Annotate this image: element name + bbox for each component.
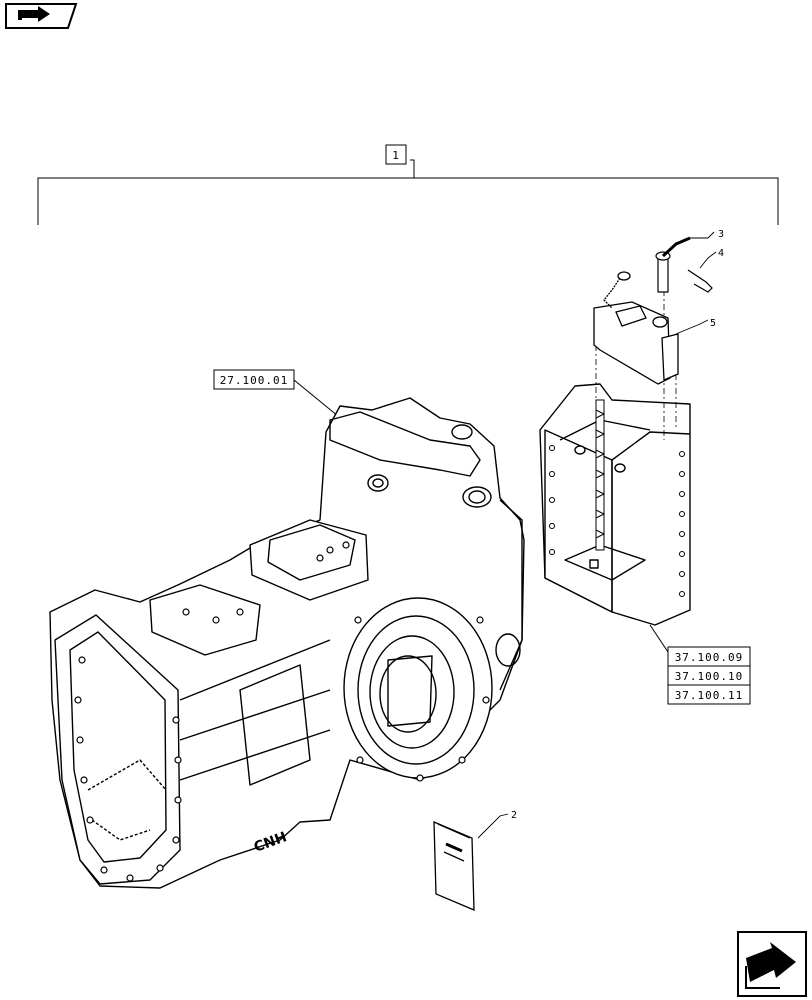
hitch-reference-2[interactable]: 37.100.10	[675, 670, 744, 683]
callout-4: 4	[718, 248, 724, 259]
hitch-rack	[595, 399, 606, 551]
retaining-clip	[687, 269, 713, 293]
operator-manual	[433, 821, 475, 911]
callout-leaders	[477, 231, 717, 839]
hitch-reference-3[interactable]: 37.100.11	[675, 689, 744, 702]
locking-bracket	[593, 271, 679, 385]
callout-3: 3	[718, 229, 724, 240]
hitch-reference-leader	[649, 624, 669, 653]
hitch-pin	[655, 236, 691, 293]
housing-bolt-holes	[74, 541, 490, 882]
transmission-housing: CNH	[49, 397, 525, 889]
hitch-holes	[549, 445, 685, 597]
next-page-arrow-icon[interactable]	[737, 931, 807, 997]
hitch-guide	[539, 383, 691, 626]
housing-reference-box[interactable]	[213, 369, 356, 431]
callout-5: 5	[710, 318, 716, 329]
hitch-reference-stack[interactable]	[667, 646, 751, 705]
callout-2: 2	[511, 810, 517, 821]
hitch-reference-1[interactable]: 37.100.09	[675, 651, 744, 664]
book-arrow-icon[interactable]	[5, 3, 78, 29]
assembly-item-label: 1	[392, 149, 400, 162]
assembly-bracket	[37, 144, 779, 225]
housing-reference[interactable]: 27.100.01	[220, 374, 289, 387]
